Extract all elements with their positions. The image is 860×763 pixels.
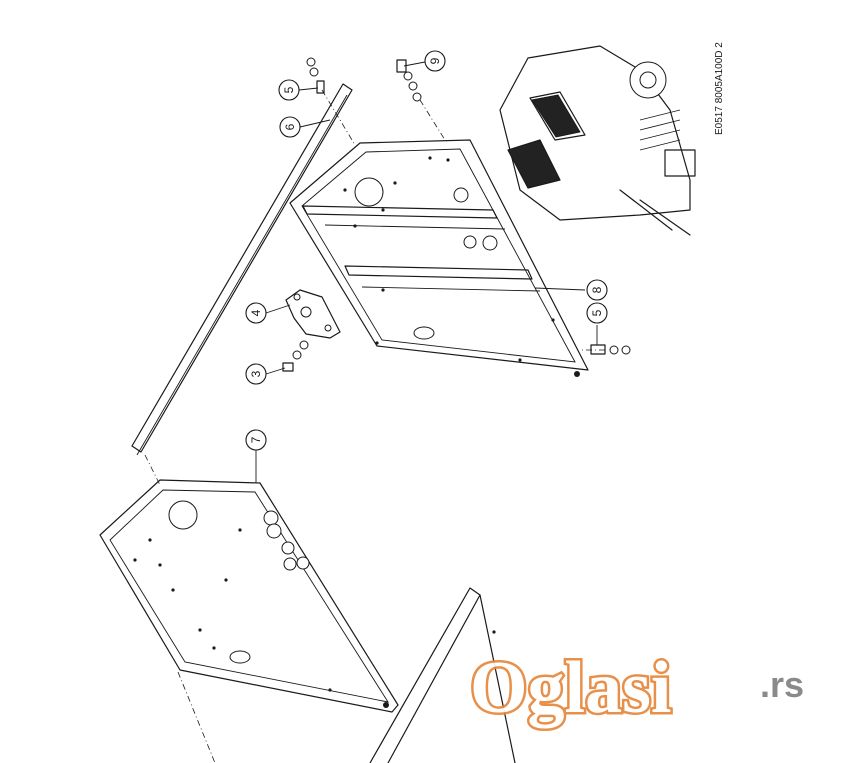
callout-label: 6 [283,123,297,130]
callout-label: 4 [249,309,263,316]
bar-part-6 [131,83,353,456]
watermark-brand: Oglasi [470,647,671,729]
callout-8: 8 [586,279,608,301]
fasteners [144,57,631,763]
callout-7: 7 [245,429,267,451]
callout-3: 3 [245,363,267,385]
callout-5-right: 5 [586,302,608,324]
callout-label: 7 [249,436,263,443]
callout-5-top: 5 [278,79,300,101]
callout-label: 8 [590,286,604,293]
frame-part-8 [289,139,589,377]
callout-9: 9 [424,50,446,72]
callout-4: 4 [245,302,267,324]
callout-label: 5 [282,86,296,93]
callout-label: 9 [428,57,442,64]
callout-label: 3 [249,370,263,377]
machine-overview-sketch [499,45,696,236]
callout-6: 6 [279,116,301,138]
callout-leaders [255,61,598,483]
callout-label: 5 [590,309,604,316]
drawing-code: E0517 8005A100D 2 [714,42,725,135]
plate-part-4 [285,289,341,339]
watermark-logo: Oglasi .rs [468,645,805,732]
watermark-suffix: .rs [760,664,804,705]
panel-partial [369,587,516,763]
panel-part-7 [99,479,399,713]
